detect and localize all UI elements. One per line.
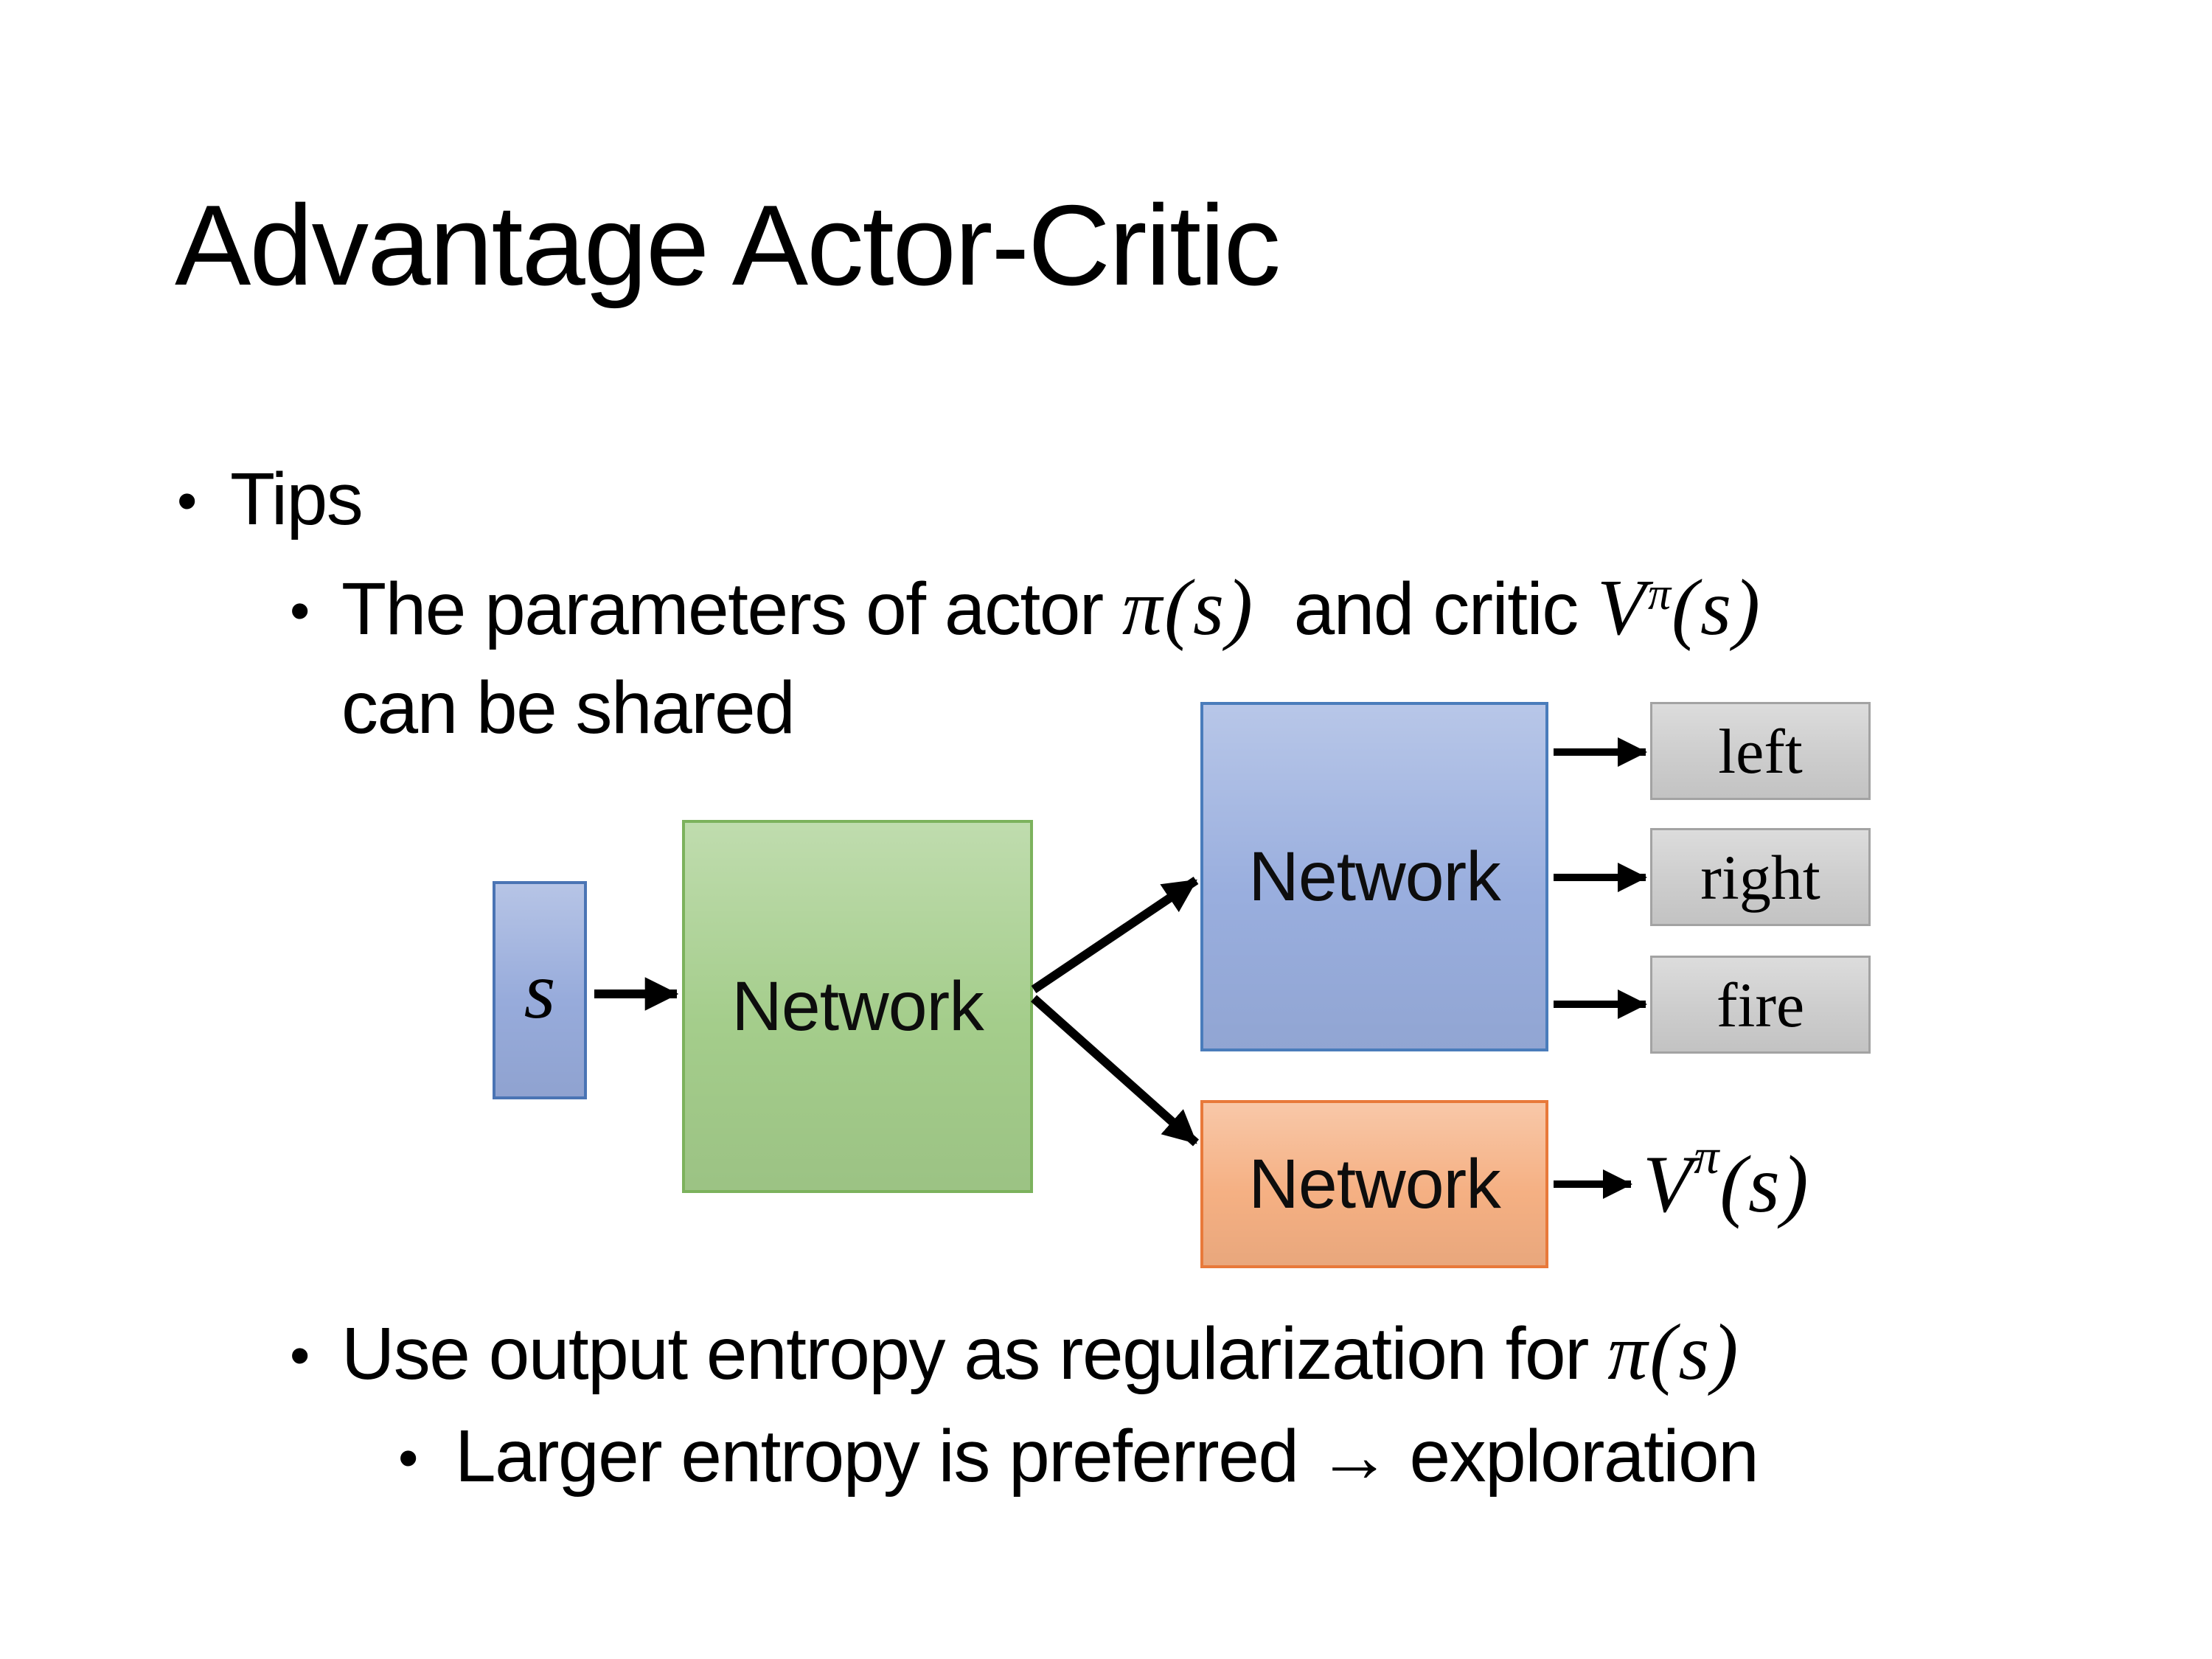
value-base: V [1643,1138,1694,1229]
value-args: (s) [1719,1138,1810,1229]
bullet-larger-entropy: • Larger entropy is preferred → explorati… [398,1412,1759,1500]
bullet-shared-params-mid: and critic [1255,568,1597,650]
shared-network-box: Network [682,820,1033,1193]
value-sup: π [1694,1128,1720,1184]
bullet-shared-params-line1: • The parameters of actor π(s) and critic… [290,560,1762,656]
action-left-label: left [1718,715,1803,787]
state-label: s [524,945,556,1035]
bullet-marker: • [398,1425,418,1491]
critic-network-label: Network [1248,1144,1500,1223]
bullet-marker: • [290,578,310,644]
math-value-args: (s) [1672,564,1763,652]
arrow-shared-to-actor [1031,877,1199,993]
bullet-tips: • Tips [177,455,364,543]
action-right-label: right [1700,841,1820,913]
math-pi-s: π(s) [1121,564,1255,652]
math-value-sup: π [1647,568,1672,619]
bullet-tips-text: Tips [230,458,364,540]
bullet-marker: • [177,468,197,534]
bullet-entropy-regularization: • Use output entropy as regularization fo… [290,1305,1740,1401]
bullet-marker: • [290,1323,310,1388]
actor-network-box: Network [1200,702,1548,1051]
action-left-box: left [1650,702,1871,800]
bullet-larger-entropy-text: Larger entropy is preferred → exploratio… [455,1415,1759,1498]
bullet-shared-params-line2: can be shared [341,664,796,752]
math-value-base: V [1597,564,1648,652]
state-box: s [493,881,587,1099]
action-right-box: right [1650,828,1871,926]
bullet-shared-params-line2-text: can be shared [341,667,796,749]
action-fire-box: fire [1650,956,1871,1054]
arrow-shared-to-critic [1031,995,1199,1147]
shared-network-label: Network [731,967,984,1046]
actor-network-label: Network [1248,837,1500,916]
math-pi-s: π(s) [1607,1309,1741,1397]
bullet-shared-params-pre: The parameters of actor [341,568,1122,650]
bullet-entropy-pre: Use output entropy as regularization for [341,1312,1608,1395]
critic-network-box: Network [1200,1100,1548,1268]
action-fire-label: fire [1716,969,1805,1040]
slide-title: Advantage Actor-Critic [175,181,1281,309]
